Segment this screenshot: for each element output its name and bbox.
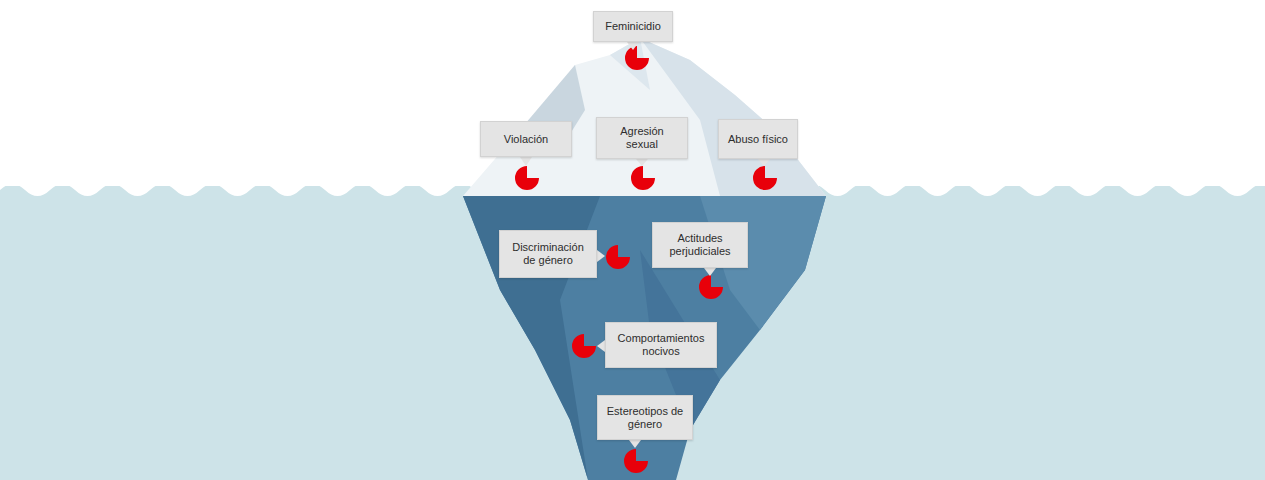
label-text: Estereotipos de género xyxy=(605,405,685,431)
callout-tail xyxy=(636,159,648,166)
marker-dot xyxy=(606,245,630,269)
label-box: Agresión sexual xyxy=(596,117,688,159)
label-box: Violación xyxy=(480,121,572,157)
marker-dot xyxy=(699,275,723,299)
marker-dot xyxy=(572,334,596,358)
callout-tail xyxy=(704,268,716,276)
callout-tail xyxy=(597,250,605,262)
callout-tail xyxy=(758,159,770,166)
label-text: Discriminación de género xyxy=(507,241,589,267)
label-box: Estereotipos de género xyxy=(597,395,693,440)
callout-tail xyxy=(629,440,641,448)
label-text: Feminicidio xyxy=(605,20,661,33)
label-text: Comportamientos nocivos xyxy=(613,332,709,358)
label-text: Actitudes perjudiciales xyxy=(660,232,740,258)
label-box: Comportamientos nocivos xyxy=(605,322,717,368)
marker-dot xyxy=(625,46,649,70)
callout-tail xyxy=(520,157,532,166)
label-box: Discriminación de género xyxy=(499,230,597,278)
marker-dot xyxy=(631,166,655,190)
label-text: Abuso físico xyxy=(728,133,788,146)
callout-tail xyxy=(597,340,605,352)
label-text: Violación xyxy=(504,133,548,146)
marker-dot xyxy=(515,166,539,190)
label-text: Agresión sexual xyxy=(604,125,680,151)
label-box: Abuso físico xyxy=(718,119,798,159)
callout-tail xyxy=(627,42,639,50)
marker-dot xyxy=(624,449,648,473)
iceberg-top-facet xyxy=(610,38,650,90)
iceberg-top xyxy=(463,38,826,196)
iceberg-underwater xyxy=(463,196,826,480)
iceberg-shade xyxy=(463,196,600,480)
label-box: Feminicidio xyxy=(593,11,673,42)
label-box: Actitudes perjudiciales xyxy=(652,222,748,268)
marker-dot xyxy=(753,166,777,190)
